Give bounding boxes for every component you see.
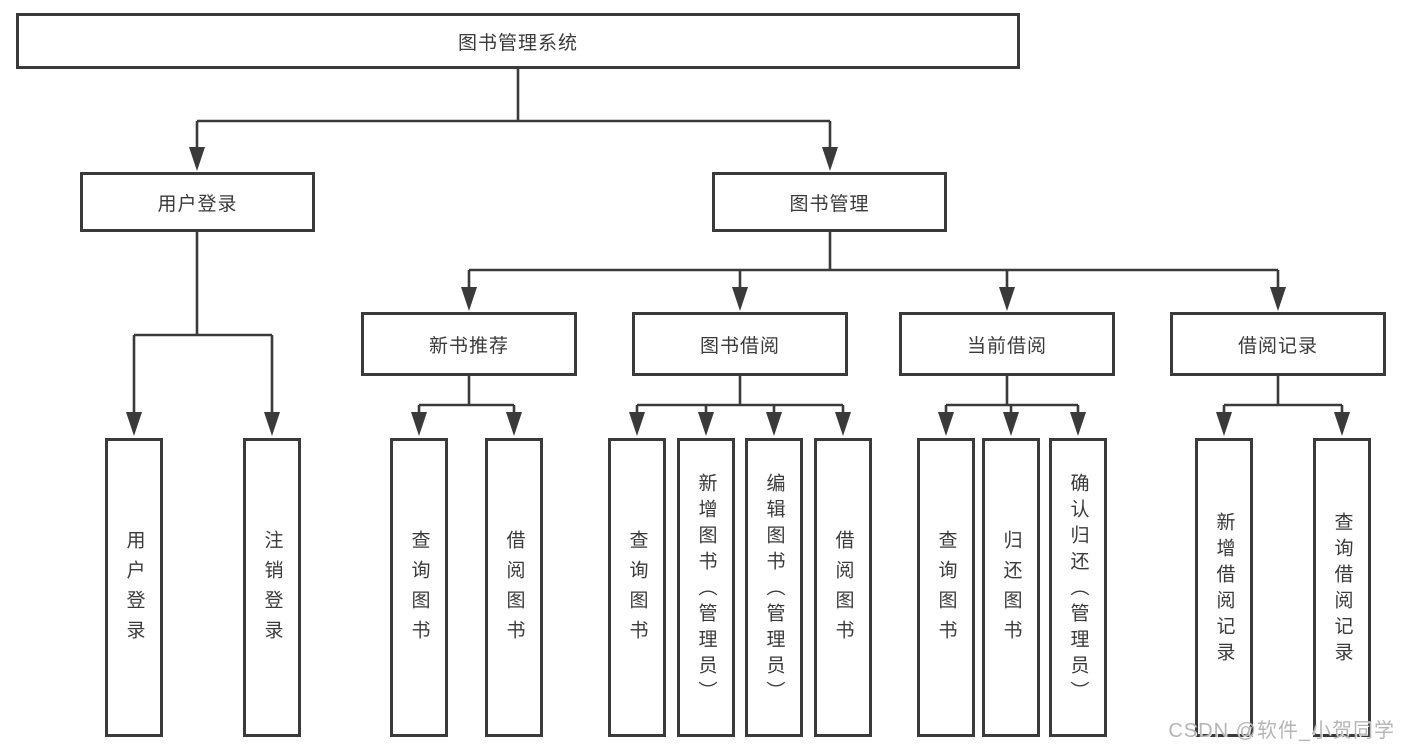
leaf-cb-return-books: 归还图书 xyxy=(982,438,1040,737)
node-book-borrow: 图书借阅 xyxy=(632,312,848,376)
node-book-management: 图书管理 xyxy=(712,172,947,232)
leaf-bb-borrow-books: 借阅图书 xyxy=(814,438,872,737)
leaf-br-add-record: 新增借阅记录 xyxy=(1195,438,1253,737)
leaf-bb-edit-books: 编辑图书（管理员） xyxy=(745,438,803,737)
node-new-book-recommend: 新书推荐 xyxy=(361,312,577,376)
leaf-logout: 注销登录 xyxy=(243,438,301,737)
leaf-user-login: 用户登录 xyxy=(105,438,163,737)
node-current-borrow: 当前借阅 xyxy=(899,312,1115,376)
leaf-bb-add-books: 新增图书（管理员） xyxy=(677,438,735,737)
node-borrow-records: 借阅记录 xyxy=(1170,312,1386,376)
leaf-nb-borrow-books: 借阅图书 xyxy=(485,438,543,737)
leaf-cb-confirm-return: 确认归还（管理员） xyxy=(1049,438,1107,737)
node-root: 图书管理系统 xyxy=(16,13,1020,69)
node-user-login: 用户登录 xyxy=(80,172,315,232)
watermark: CSDN @软件_小贺同学 xyxy=(1168,720,1395,742)
leaf-cb-query-books: 查询图书 xyxy=(917,438,975,737)
leaf-nb-query-books: 查询图书 xyxy=(390,438,448,737)
leaf-br-query-record: 查询借阅记录 xyxy=(1313,438,1371,737)
leaf-bb-query-books: 查询图书 xyxy=(608,438,666,737)
arrowheads xyxy=(126,147,1350,436)
